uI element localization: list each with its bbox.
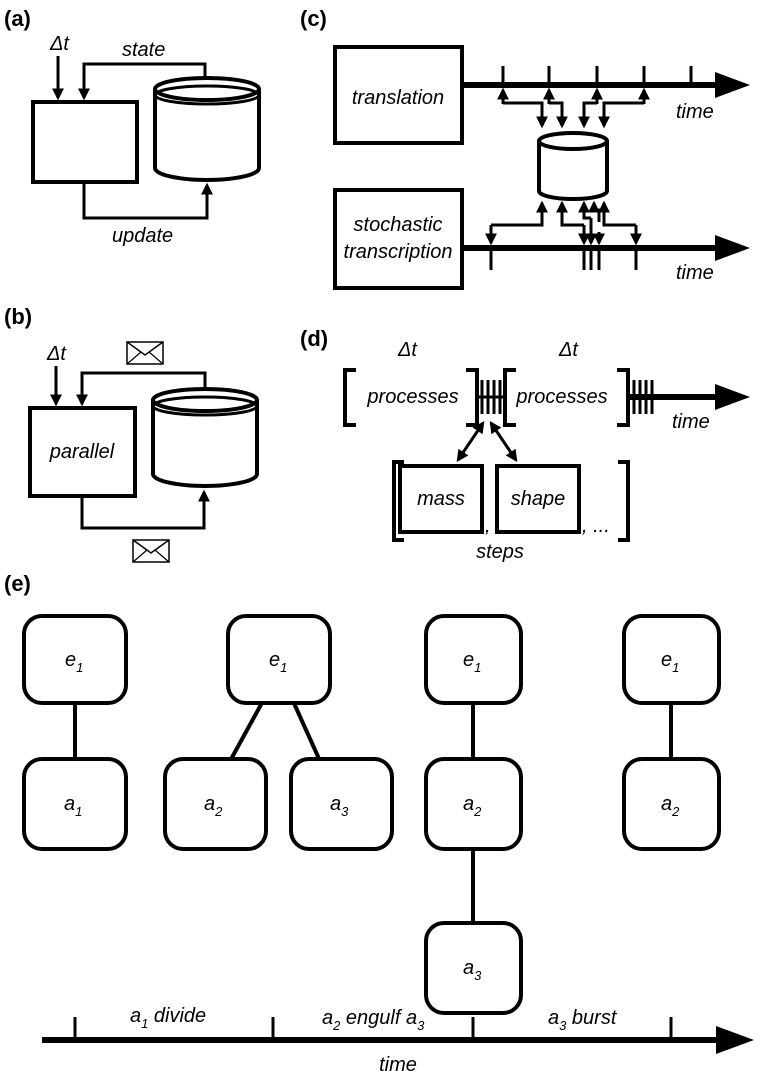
bracket-close-1 [466,368,479,427]
agent-node [622,757,721,851]
panel-b-process-box [28,406,137,498]
panel-d-timestep-label-1: Δt [397,339,418,361]
environment-node-label: e1 [463,649,481,675]
agent-hierarchy-4: e1 a2 [622,614,721,851]
agent-node-label: a1 [64,793,82,819]
panel-a-update-arrow [82,182,213,220]
agent-hierarchy-1: e1 a1 [22,614,128,851]
mass-step-arrow [456,421,485,462]
panel-c: (c) translation time stochasti [300,6,750,290]
environment-node [22,614,128,705]
step-ticks-1 [477,380,505,414]
panel-b-update-arrow [80,489,210,530]
bracket-open-1 [343,368,356,427]
transcription-ticks [489,248,638,270]
panel-d-timestep-label-2: Δt [558,339,579,361]
panel-d-label: (d) [300,326,328,351]
processes-label-1: processes [366,386,458,408]
agent-node [424,921,523,1015]
panel-e: (e) e1 a1 e1 a2 a3 e1 a2 [4,571,754,1071]
agent-node-label: a3 [463,957,482,983]
translation-box [333,45,464,145]
agent-node-label: a2 [204,793,223,819]
translation-ticks [501,66,693,86]
panel-e-timeline-arrowhead [716,1026,754,1054]
agent-node [163,757,268,851]
panel-a-label: (a) [4,6,31,31]
panel-b-timestep-label: Δt [46,343,67,365]
event-label-burst: a3 burst [548,1007,618,1033]
panel-c-label: (c) [300,6,327,31]
panel-d-time-label: time [672,411,710,433]
panel-b-label: (b) [4,304,32,329]
panel-a-store-icon [153,76,261,182]
bracket-close-2 [617,368,630,427]
panel-d: (d) Δt Δt processes processes time mass [300,326,750,563]
event-label-divide: a1 divide [130,1005,206,1031]
environment-node [226,614,332,705]
panel-c-store-icon [537,131,609,201]
steps-label: steps [476,541,524,563]
agent-node-label: a2 [661,793,680,819]
panel-e-time-label: time [379,1054,417,1071]
panel-a-update-label: update [112,225,173,247]
translation-label: translation [352,87,444,109]
panel-a-timestep-label: Δt [49,33,70,55]
steps-bracket-open [392,460,404,542]
panel-a-state-arrow [78,62,207,101]
transcription-label-line1: stochastic [354,214,443,236]
bracket-open-2 [503,368,516,427]
panel-d-timeline-arrowhead [715,384,750,410]
envelope-icon [126,341,164,365]
steps-comma-1: , [485,515,491,537]
agent-hierarchy-3: e1 a2 a3 [424,614,523,1015]
environment-node-label: e1 [65,649,83,675]
shape-step-arrow [489,421,518,462]
agent-node [424,757,523,851]
panel-b-process-label: parallel [49,441,115,463]
agent-node-label: a3 [330,793,349,819]
agent-node-label: a2 [463,793,482,819]
panel-e-label: (e) [4,571,31,596]
panel-b-state-arrow [76,371,207,407]
transcription-timeline-arrowhead [715,235,750,261]
environment-node-label: e1 [661,649,679,675]
event-label-engulf: a2 engulf a3 [322,1007,425,1033]
transcription-label-line2: transcription [344,241,453,263]
panel-a-process-box [31,100,139,184]
translation-store-arrows [497,87,650,129]
translation-time-label: time [676,101,714,123]
panel-b-store-icon [151,387,259,488]
panel-a-state-label: state [122,39,165,61]
transcription-box [333,188,464,290]
steps-bracket-close [618,460,630,542]
environment-node-label: e1 [269,649,287,675]
environment-node [424,614,523,705]
transcription-store-arrows [485,200,642,246]
panel-e-timeline-ticks [73,1017,673,1040]
processes-label-2: processes [515,386,607,408]
steps-comma-2: , ... [582,515,610,537]
transcription-time-label: time [676,262,714,284]
envelope-icon [132,539,170,563]
agent-hierarchy-2: e1 a2 a3 [163,614,394,851]
mass-step-box [398,464,484,534]
agent-node [289,757,394,851]
shape-step-box [495,464,581,534]
agent-node [22,757,128,851]
mass-step-label: mass [417,488,465,510]
translation-timeline-arrowhead [715,72,750,98]
shape-step-label: shape [511,488,566,510]
panel-a: (a) Δt state update [4,6,261,247]
environment-node [622,614,721,705]
panel-b: (b) Δt parallel [4,304,259,563]
